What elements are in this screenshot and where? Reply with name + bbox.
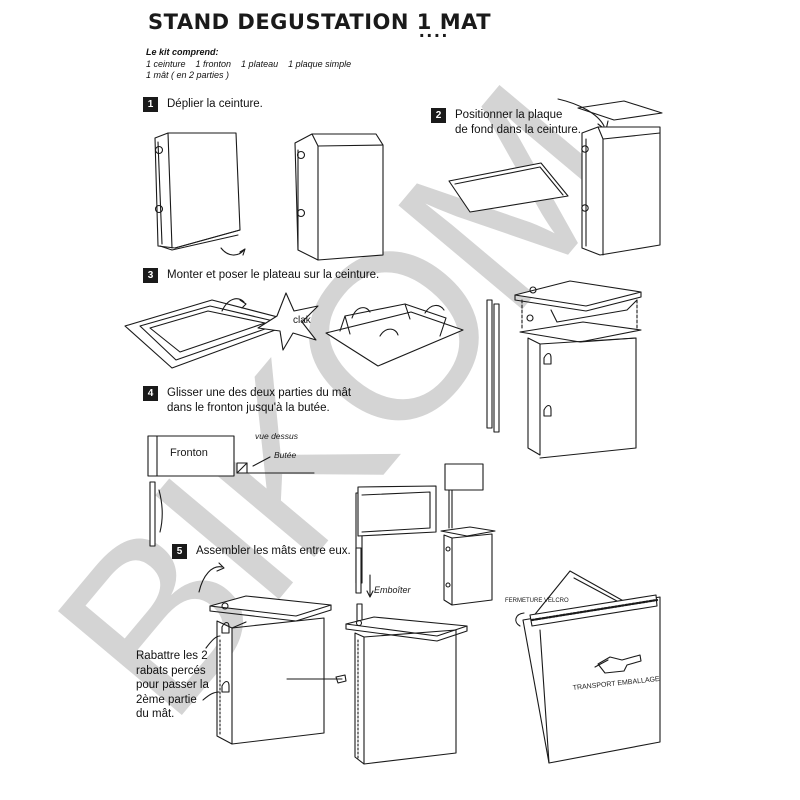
step-5-text: Assembler les mâts entre eux.: [196, 545, 351, 557]
unfolded-belt-illustration: [294, 133, 384, 261]
small-stand-illustration: [440, 463, 496, 606]
step-4-badge: 4: [143, 386, 158, 401]
fronton-label: Fronton: [170, 447, 208, 459]
step-4-text: Glisser une des deux parties du mât dans…: [167, 386, 351, 415]
rabattre-note: Rabattre les 2 rabats percés pour passer…: [136, 649, 209, 722]
butee-label: Butée: [274, 450, 296, 460]
step-4-line-1: Glisser une des deux parties du mât: [167, 387, 352, 399]
rabattre-line-4: 2ème partie: [136, 693, 197, 706]
title-dots: ....: [419, 20, 450, 42]
tray-illustration: [124, 298, 298, 369]
fronton-illustration: [147, 435, 235, 477]
assembled-counter-illustration: [486, 280, 642, 459]
step-2: 2 Positionner la plaque de fond dans la …: [431, 108, 581, 137]
rabattre-line-5: du mât.: [136, 708, 175, 720]
mast-part-illustration: [149, 481, 163, 547]
page-title: STAND DEGUSTATION 1 MAT: [148, 10, 492, 34]
step-5-badge: 5: [172, 544, 187, 559]
step-2-line-2: de fond dans la ceinture.: [455, 123, 581, 136]
flag-mast-illustration: [355, 485, 437, 584]
vue-dessus-label: vue dessus: [255, 431, 299, 441]
transport-bag-illustration: [515, 570, 661, 764]
folded-belt-illustration: [154, 132, 246, 256]
kit-line-2: 1 mât ( en 2 parties ): [146, 70, 230, 80]
step-4-line-2: dans le fronton jusqu'à la butée.: [167, 401, 330, 414]
step-3-badge: 3: [143, 268, 158, 283]
kit-heading: Le kit comprend:: [146, 47, 219, 57]
stand-rabats-illustration: [198, 562, 347, 745]
bottom-plate-illustration: [448, 98, 663, 256]
step-3: 3 Monter et poser le plateau sur la cein…: [143, 268, 379, 283]
step-5: 5 Assembler les mâts entre eux.: [172, 544, 351, 559]
clak-star-illustration: [257, 292, 319, 351]
clak-label: clak: [293, 315, 312, 326]
rabattre-line-1: Rabattre les 2: [136, 650, 208, 662]
butee-diagram: [236, 456, 315, 474]
step-2-badge: 2: [431, 108, 446, 123]
step-3-text: Monter et poser le plateau sur la ceintu…: [167, 269, 380, 281]
step-1: 1 Déplier la ceinture.: [143, 97, 263, 112]
step-1-badge: 1: [143, 97, 158, 112]
rabattre-line-3: pour passer la: [136, 679, 209, 691]
tray-folded-illustration: [325, 303, 464, 367]
emboiter-label: Emboîter: [374, 585, 412, 595]
kit-contents: Le kit comprend: 1 ceinture 1 fronton 1 …: [146, 47, 351, 82]
step-2-line-1: Positionner la plaque: [455, 109, 563, 121]
rabattre-line-2: rabats percés: [136, 664, 206, 677]
step-1-text: Déplier la ceinture.: [167, 98, 263, 110]
fermeture-velcro-label: FERMETURE VELCRO: [505, 598, 569, 604]
kit-line-1: 1 ceinture 1 fronton 1 plateau 1 plaque …: [146, 58, 352, 69]
emboiter-stand-illustration: [345, 547, 468, 765]
step-2-text: Positionner la plaque de fond dans la ce…: [455, 108, 581, 137]
step-4: 4 Glisser une des deux parties du mât da…: [143, 386, 351, 415]
